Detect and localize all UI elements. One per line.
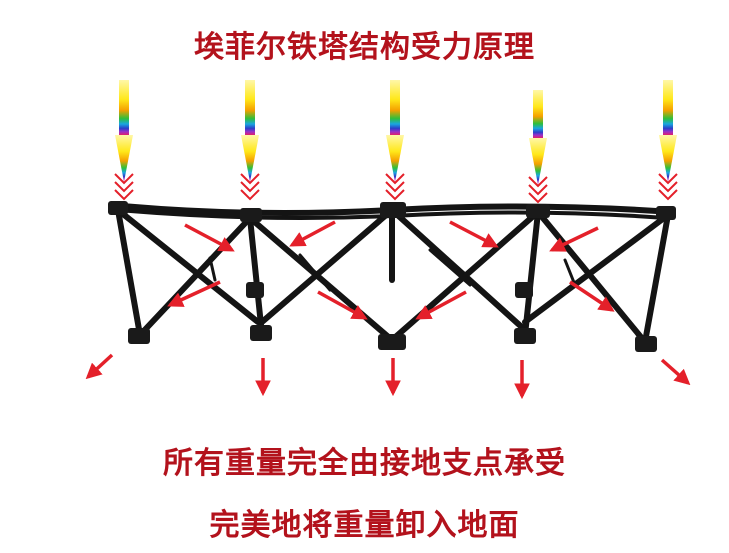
load-arrow bbox=[385, 80, 405, 201]
force-arrow bbox=[317, 290, 368, 320]
caption-line-1: 所有重量完全由接地支点承受 bbox=[163, 446, 566, 481]
force-arrow bbox=[415, 290, 467, 320]
load-arrow bbox=[528, 90, 548, 204]
bed-frame bbox=[109, 202, 675, 345]
load-arrow bbox=[114, 80, 134, 201]
internal-force-arrows bbox=[167, 220, 615, 320]
ground-arrows bbox=[85, 353, 691, 400]
load-arrow bbox=[240, 80, 260, 201]
frame-joints bbox=[108, 201, 676, 352]
force-arrow bbox=[167, 280, 221, 307]
force-arrow bbox=[449, 220, 499, 248]
force-arrow bbox=[549, 226, 599, 252]
force-arrow bbox=[184, 223, 235, 252]
ground-arrow bbox=[85, 353, 114, 380]
force-arrow bbox=[569, 280, 615, 312]
page-title: 埃菲尔铁塔结构受力原理 bbox=[194, 30, 535, 65]
load-arrow bbox=[658, 80, 678, 201]
force-arrow bbox=[289, 220, 336, 247]
load-arrows bbox=[114, 80, 678, 204]
ground-arrow bbox=[660, 358, 691, 386]
caption-line-2: 完美地将重量卸入地面 bbox=[209, 508, 520, 543]
